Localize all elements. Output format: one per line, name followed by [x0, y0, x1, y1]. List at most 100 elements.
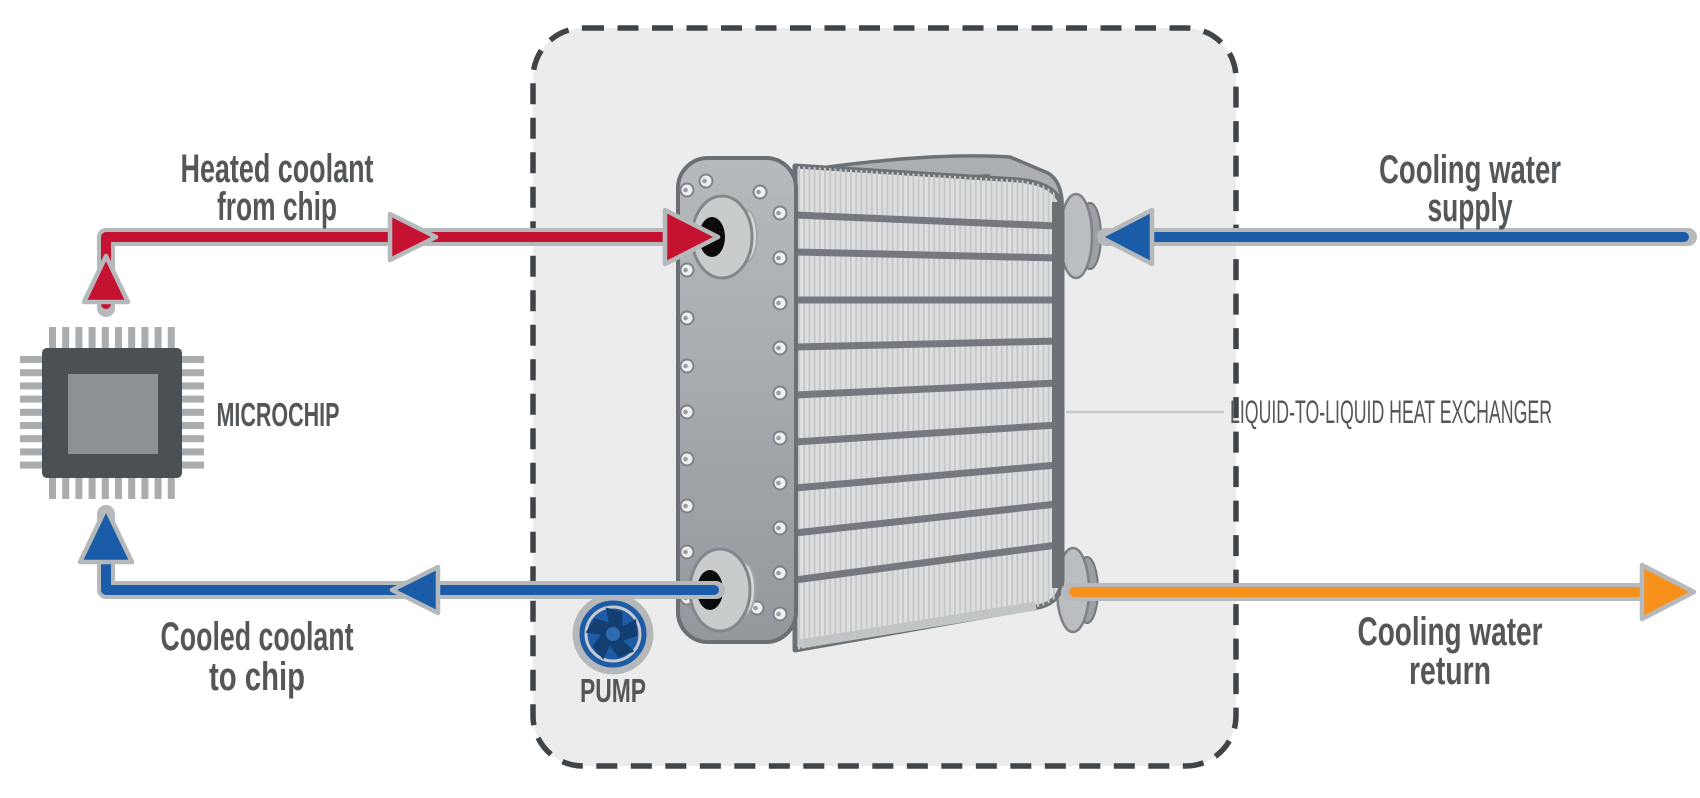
rivet-shading [756, 189, 761, 195]
hx-bar [794, 461, 1058, 492]
chip-pin [167, 477, 175, 499]
rivet-shading [683, 315, 688, 321]
chip-pin [62, 477, 70, 499]
rivet-shading [683, 363, 688, 369]
hx-bar [794, 248, 1058, 262]
chip-pin [115, 477, 122, 499]
rivet-shading [776, 390, 781, 396]
rivet-shading [683, 267, 688, 273]
cooling-supply-arrow [1097, 207, 1697, 267]
rivet-shading [683, 549, 688, 555]
rivet-shading [776, 300, 781, 306]
rivet-shading [776, 611, 781, 617]
pump-blade [607, 635, 635, 658]
chip-pin [20, 461, 42, 469]
cooling-supply-label-line1: Cooling water [1379, 148, 1561, 192]
chip-pin [62, 327, 70, 349]
chip-pin [20, 422, 42, 429]
cooling-return-label-line2: return [1409, 649, 1491, 693]
pump-blade [585, 618, 613, 636]
microchip-label: MICROCHIP [217, 396, 340, 433]
chip-pin [49, 477, 56, 499]
chip-pin [20, 408, 42, 416]
chip-pin [182, 461, 204, 469]
chip-pin [141, 327, 149, 349]
chip-pin [101, 327, 109, 349]
microchip-icon [20, 327, 204, 499]
chip-pin [101, 477, 109, 499]
cooling-return-end-arrowhead [1639, 562, 1697, 622]
hx-bottom-band [799, 601, 1037, 649]
rivet-shading [776, 570, 781, 576]
cooled-coolant-label-line1: Cooled coolant [161, 615, 354, 659]
cooling-supply-label-line2: supply [1428, 186, 1513, 230]
chip-pin [20, 435, 42, 443]
chip-pin [182, 369, 204, 377]
hx-bar [794, 500, 1058, 537]
hx-front-plate [676, 156, 798, 644]
rivet-shading [776, 525, 781, 531]
chip-pin [88, 477, 96, 499]
cooled-coolant-mid-arrowhead [389, 564, 441, 616]
pump-hub [606, 627, 620, 641]
chip-pin [128, 477, 136, 499]
chip-pin [20, 356, 42, 363]
chip-pin [167, 327, 175, 349]
chip-pin [182, 435, 204, 443]
heated-coolant-label-line2: from chip [217, 185, 337, 229]
chip-pin [182, 382, 204, 390]
cooling-supply-end-arrowhead [1097, 207, 1155, 267]
hx-bar [794, 379, 1058, 399]
rivet-shading [776, 480, 781, 486]
heated-coolant-arrow [81, 207, 721, 317]
heat-exchanger-label: LIQUID-TO-LIQUID HEAT EXCHANGER [1230, 394, 1552, 430]
chip-pin [182, 448, 204, 456]
cooling-return-label-line1: Cooling water [1358, 610, 1543, 654]
chip-pin [128, 327, 136, 349]
rivet-shading [776, 345, 781, 351]
hx-compression-bars [794, 211, 1058, 584]
heated-coolant-mid-arrowhead [387, 211, 439, 263]
chip-pins [20, 327, 204, 499]
chip-pin [141, 477, 149, 499]
hx-bar [794, 541, 1058, 584]
rivet-shading [776, 210, 781, 216]
chip-die [68, 374, 158, 454]
pump-blades [585, 607, 637, 660]
heated-coolant-mid-arrowhead-up [81, 253, 131, 305]
pump-label: PUMP [580, 672, 646, 709]
cooled-coolant-arrow [77, 505, 725, 616]
chip-pin [182, 408, 204, 416]
hx-top-port [690, 194, 758, 280]
chip-pin [20, 369, 42, 377]
rivet-shading [683, 503, 688, 509]
cooling-return-arrow [1061, 562, 1697, 622]
rivet-shading [776, 435, 781, 441]
rivet-shading [776, 255, 781, 261]
cooled-coolant-end-arrowhead [77, 505, 135, 565]
pump-blade [616, 619, 637, 642]
chip-pin [20, 448, 42, 456]
chip-pin [20, 382, 42, 390]
hx-top-boss [1058, 192, 1094, 280]
chip-pin [115, 327, 122, 349]
rivet-shading [683, 187, 688, 193]
chip-pin [182, 422, 204, 429]
chip-pin [75, 477, 83, 499]
chip-pin [75, 327, 83, 349]
rivet-shading [702, 178, 707, 184]
hx-bar [794, 211, 1058, 230]
hx-bar [794, 421, 1058, 446]
rivet-shading [683, 409, 688, 415]
chip-pin [20, 395, 42, 403]
rivet-shading [753, 605, 758, 611]
heated-coolant-label-line1: Heated coolant [181, 147, 374, 191]
chip-pin [49, 327, 56, 349]
pump-blade [605, 607, 623, 631]
pump-impeller-icon [572, 593, 654, 675]
cooled-coolant-label-line2: to chip [209, 655, 305, 699]
chip-pin [182, 356, 204, 363]
plate-heat-exchanger-icon [676, 154, 1102, 653]
